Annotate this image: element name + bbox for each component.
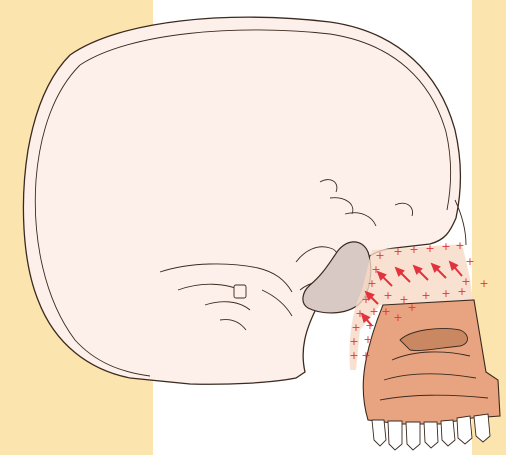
growth-marker: +: [479, 277, 488, 290]
growth-marker: +: [409, 243, 418, 256]
growth-marker: +: [465, 255, 474, 268]
growth-marker: +: [349, 349, 358, 362]
growth-marker: +: [425, 242, 434, 255]
growth-marker: +: [441, 287, 450, 300]
growth-marker: +: [381, 305, 390, 318]
growth-marker: +: [349, 335, 358, 348]
growth-marker: +: [441, 240, 450, 253]
growth-marker: +: [351, 321, 360, 334]
growth-marker: +: [393, 245, 402, 258]
growth-marker: +: [363, 333, 372, 346]
tooth: [388, 421, 402, 450]
growth-marker: +: [361, 349, 370, 362]
growth-marker: +: [383, 289, 392, 302]
growth-marker: +: [367, 277, 376, 290]
growth-marker: +: [375, 249, 384, 262]
sella-turcica: [234, 285, 246, 298]
growth-marker: +: [455, 239, 464, 252]
growth-marker: +: [369, 305, 378, 318]
growth-marker: +: [457, 285, 466, 298]
growth-marker: +: [407, 301, 416, 314]
growth-marker: +: [421, 289, 430, 302]
growth-marker: +: [393, 311, 402, 324]
